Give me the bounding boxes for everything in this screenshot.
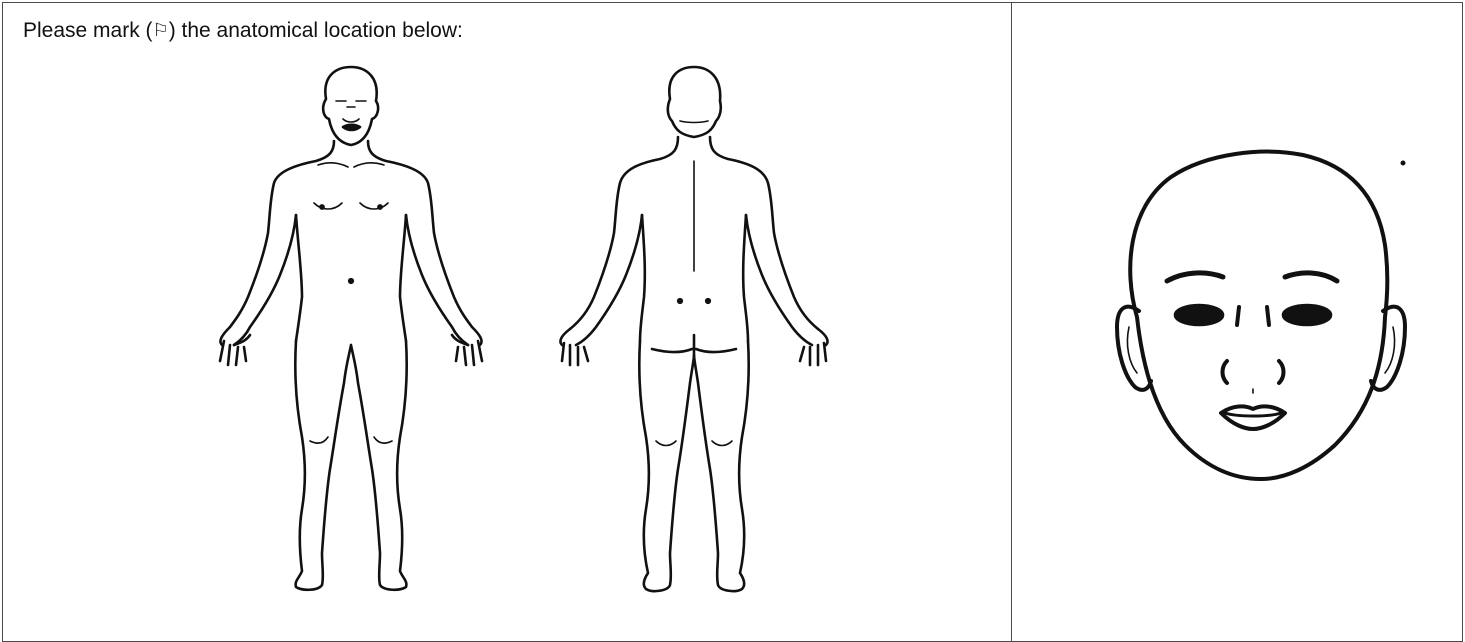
column-divider xyxy=(1011,3,1012,641)
face-left-ear-inner xyxy=(1127,327,1137,373)
face-right-brow xyxy=(1285,273,1337,281)
back-dimple-left xyxy=(678,299,682,303)
checkbox-mark-icon: ⚐ xyxy=(153,20,169,41)
body-front-figure[interactable] xyxy=(210,65,490,605)
front-chest xyxy=(314,203,388,209)
front-mouth xyxy=(343,125,360,130)
instruction-suffix: ) the anatomical location below: xyxy=(169,19,463,42)
back-legs xyxy=(639,341,749,591)
face-left-brow xyxy=(1167,273,1223,281)
front-navel xyxy=(349,279,353,283)
face-lip-line xyxy=(1225,413,1281,416)
back-hairline xyxy=(680,121,708,123)
back-right-hand xyxy=(800,329,828,365)
face-left-ear xyxy=(1117,307,1151,390)
front-left-nipple xyxy=(320,205,323,208)
front-left-arm xyxy=(234,215,296,345)
back-left-arm xyxy=(576,215,642,345)
front-head xyxy=(323,67,378,145)
face-right-ear-inner xyxy=(1385,327,1395,373)
back-left-hand xyxy=(560,329,588,365)
back-right-arm xyxy=(746,215,812,345)
face-speck xyxy=(1402,162,1404,164)
front-right-nipple xyxy=(378,205,381,208)
back-head xyxy=(668,67,721,137)
face-nostrils xyxy=(1223,361,1284,383)
front-legs xyxy=(295,341,407,590)
back-dimple-right xyxy=(706,299,710,303)
front-right-arm xyxy=(406,215,468,345)
instruction-text: Please mark (⚐) the anatomical location … xyxy=(23,19,463,43)
face-left-eye xyxy=(1175,305,1223,325)
face-mouth xyxy=(1221,406,1285,429)
face-right-eye xyxy=(1283,305,1331,325)
body-back-figure[interactable] xyxy=(556,65,836,605)
front-nose xyxy=(343,119,359,122)
front-knees xyxy=(310,437,392,443)
face-figure[interactable] xyxy=(1115,149,1455,519)
instruction-prefix: Please mark ( xyxy=(23,19,153,42)
front-torso xyxy=(230,141,472,327)
back-knees xyxy=(656,441,732,446)
front-clavicles xyxy=(318,163,384,167)
face-nose-bridge xyxy=(1237,307,1269,325)
